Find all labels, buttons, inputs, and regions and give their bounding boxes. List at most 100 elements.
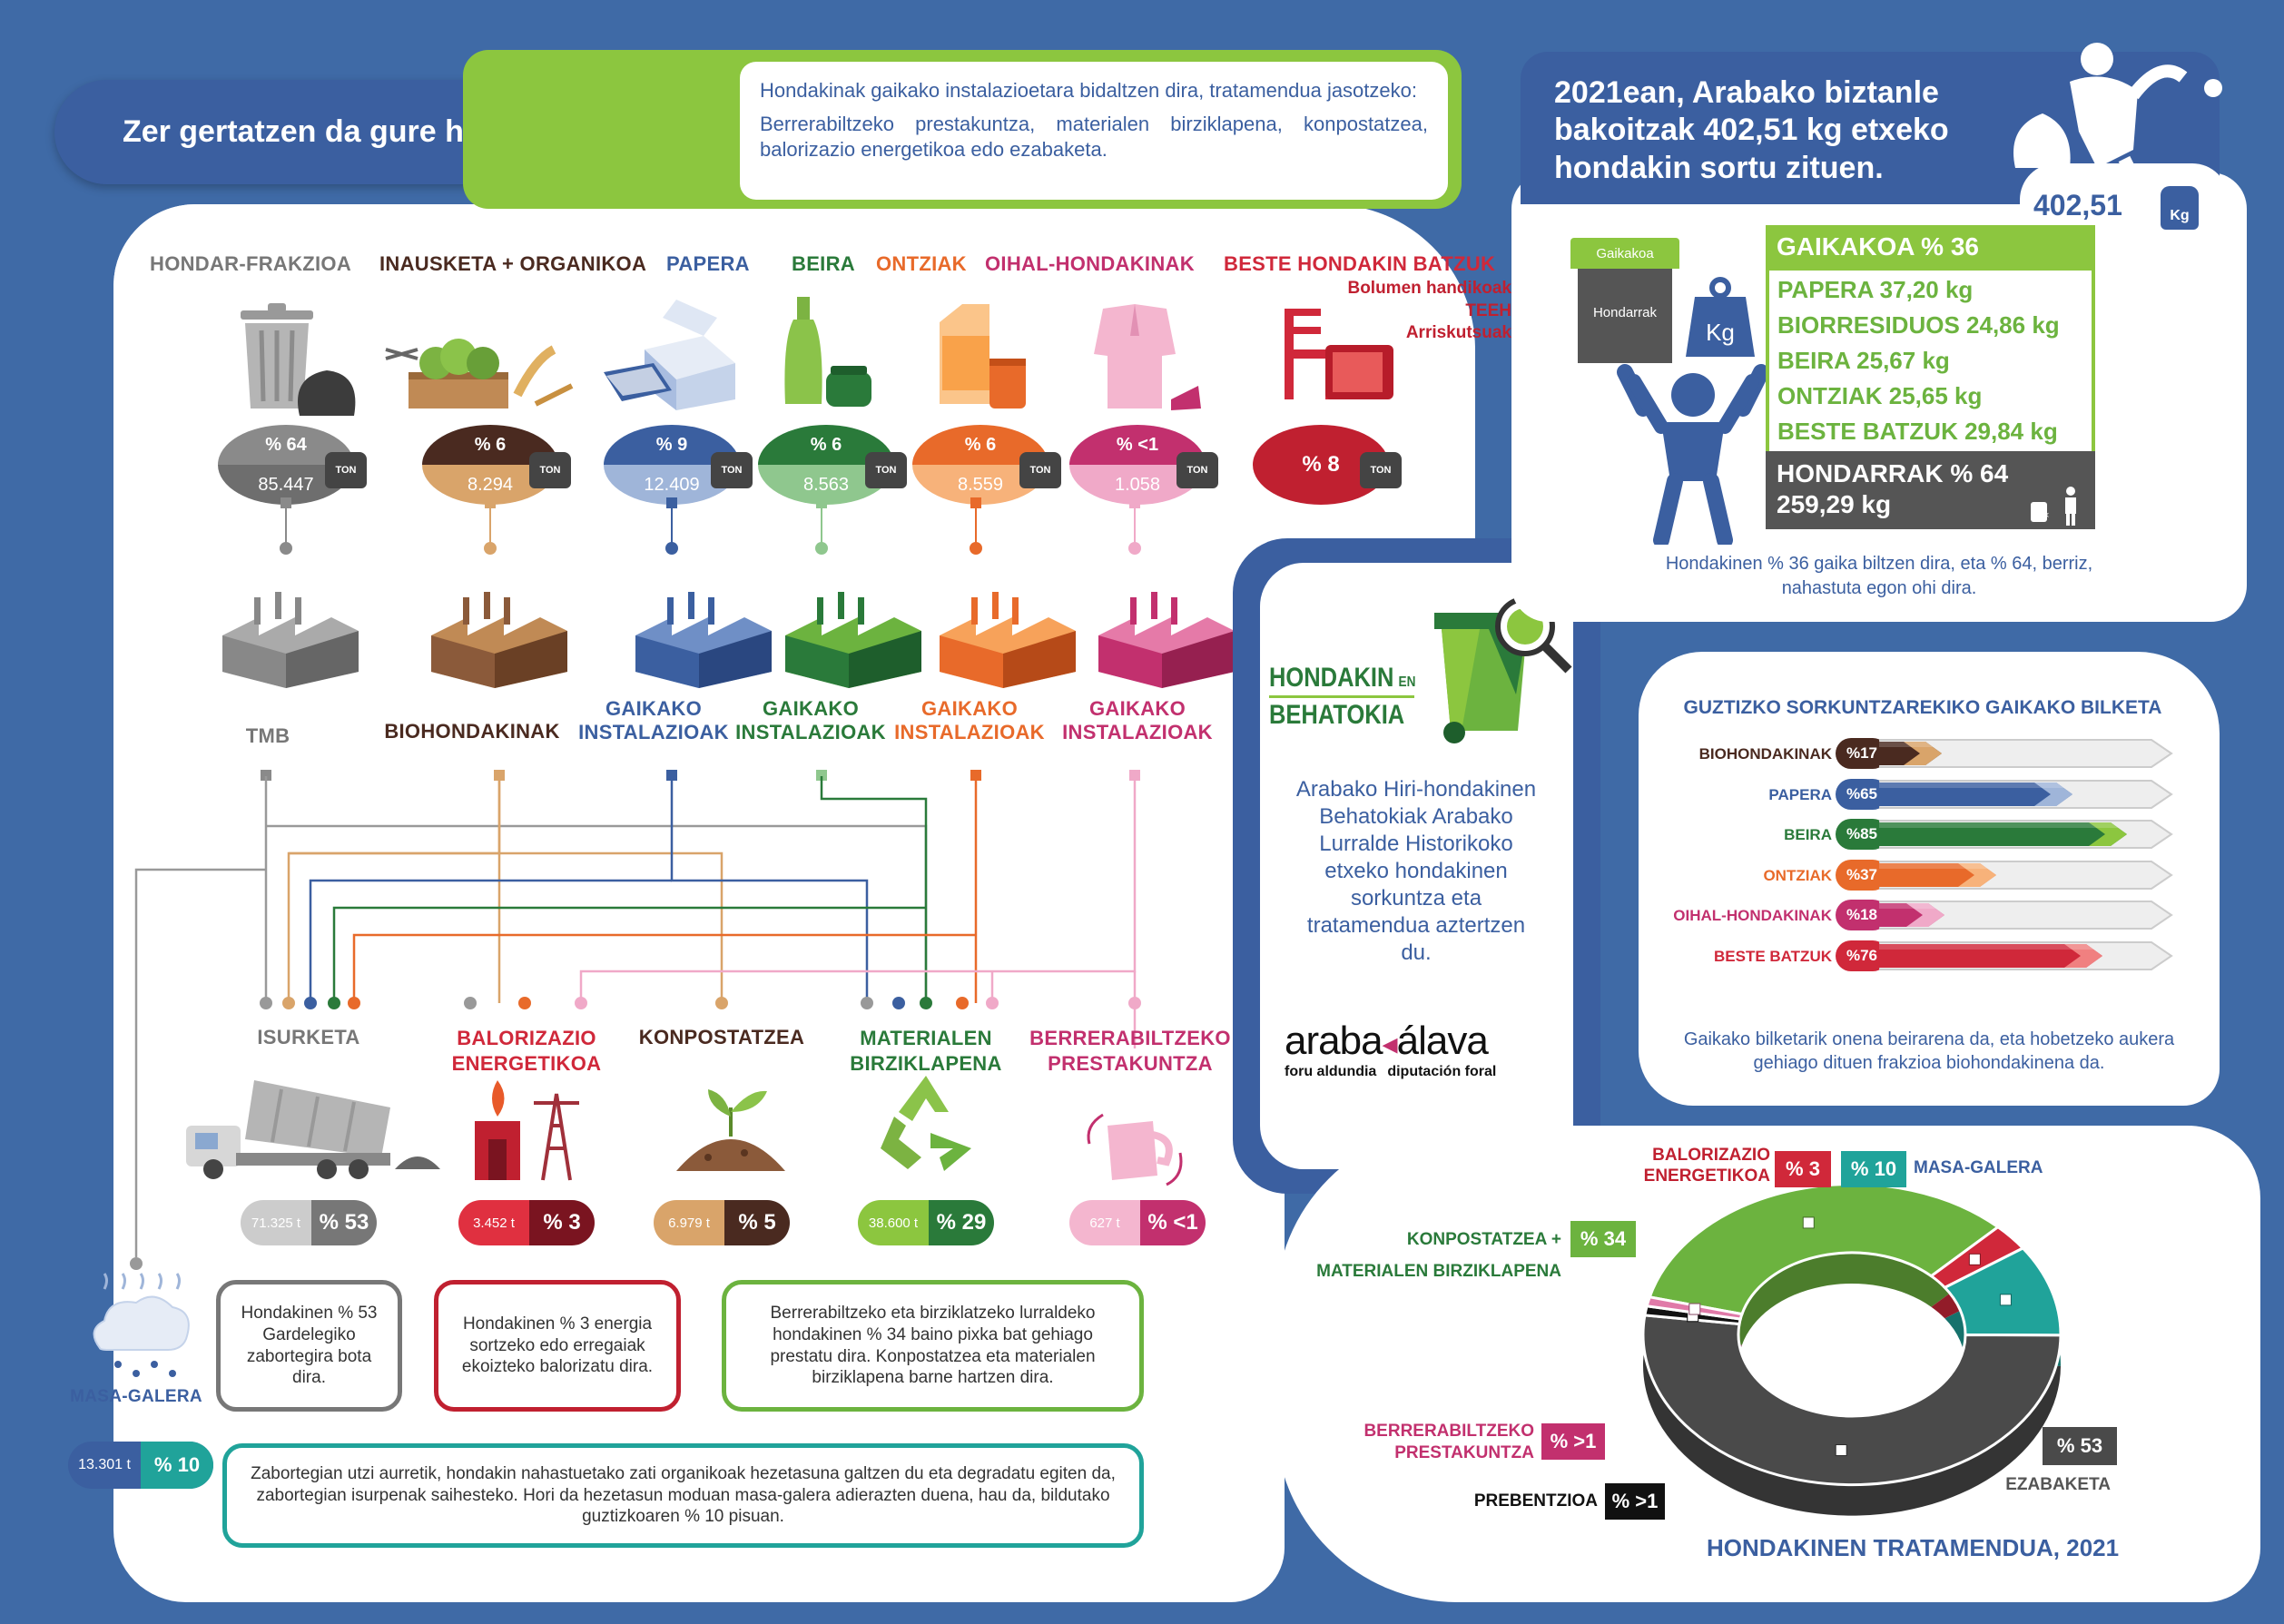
plant-label-tmb: TMB xyxy=(245,724,290,747)
connector-dot xyxy=(464,997,477,1009)
connector-square xyxy=(261,770,271,781)
note-masa-galera: Zabortegian utzi aurretik, hondakin naha… xyxy=(222,1443,1144,1548)
connector-dot xyxy=(348,997,360,1009)
donut-pct-ezabaketa: % 53 xyxy=(2043,1427,2117,1465)
connector-dot xyxy=(304,997,317,1009)
donut-pct-prebentzioa: % >1 xyxy=(1605,1483,1665,1520)
connector-line xyxy=(671,508,673,546)
donut-label-prebentzioa: PREBENTZIOA xyxy=(1473,1491,1598,1511)
connector-square xyxy=(666,770,677,781)
treatment-pill: 38.600 t% 29 xyxy=(858,1200,994,1245)
treatment-pill: 6.979 t% 5 xyxy=(654,1200,790,1245)
connector-line xyxy=(285,508,287,546)
ton-weight-icon: TON xyxy=(529,452,571,488)
donut-pct-konpostatzea: % 34 xyxy=(1570,1221,1636,1257)
connector-square xyxy=(485,497,496,508)
ton-weight-icon: TON xyxy=(1360,452,1402,488)
fraction-label-oihal: OIHAL-HONDAKINAK xyxy=(985,252,1195,275)
hondarrak-line-2: 259,29 kg xyxy=(1777,490,1892,518)
connector-square xyxy=(1129,497,1140,508)
intro-line-1: Hondakinak gaikako instalazioetara bidal… xyxy=(760,79,1417,102)
donut-label-masa: MASA-GALERA xyxy=(1914,1158,2043,1177)
collection-bar xyxy=(1879,860,2173,890)
connector-square xyxy=(816,497,827,508)
donut-segment xyxy=(1648,1182,2001,1316)
treatment-amount: 6.979 t xyxy=(654,1200,724,1245)
gaikakoa-item: PAPERA 37,20 kg xyxy=(1777,276,1974,303)
trash-can-icon xyxy=(241,303,356,416)
brand-alava: álava xyxy=(1396,1019,1489,1063)
connector-dot xyxy=(1128,997,1141,1009)
gaikakoa-note: Hondakinen % 36 gaika biltzen dira, eta … xyxy=(1665,554,2093,598)
pruning-organic-icon xyxy=(385,339,574,408)
connector-dot xyxy=(575,997,587,1009)
fraction-label-inausketa: INAUSKETA + ORGANIKOA xyxy=(379,252,647,275)
factory-icon xyxy=(635,592,772,688)
fraction-label-beste: BESTE HONDAKIN BATZUK xyxy=(1224,252,1496,275)
donut-label-berrerabiltzeko: BERRERABILTZEKO PRESTAKUNTZA xyxy=(1364,1422,1534,1462)
collection-bar xyxy=(1879,739,2173,768)
plant-label-bio: BIOHONDAKINAK xyxy=(384,720,560,743)
bin-top: Gaikakoa xyxy=(1570,238,1679,269)
treatment-label-birziklapena: MATERIALEN BIRZIKLAPENA xyxy=(850,1027,1002,1075)
cloud-rain-icon xyxy=(93,1273,190,1377)
connector-dot xyxy=(956,997,969,1009)
stat-kg-weight-icon: Kg xyxy=(2161,186,2199,230)
person-lifting-icon xyxy=(1617,364,1769,545)
bin-bottom: Hondarrak xyxy=(1578,269,1672,363)
treatment-amount: 3.452 t xyxy=(458,1200,529,1245)
logo-line-2: BEHATOKIA xyxy=(1269,700,1405,730)
connector-dot xyxy=(861,997,873,1009)
factory-icon xyxy=(940,592,1076,688)
brand-mark-icon: ◂ xyxy=(1382,1027,1398,1061)
donut-segment xyxy=(1641,1314,2062,1487)
recycle-icon xyxy=(881,1076,971,1171)
beste-sub-2: TEEH xyxy=(1465,300,1511,320)
plant-label-beira: GAIKAKO INSTALAZIOAK xyxy=(735,697,886,743)
gaikakoa-title: GAIKAKOA % 36 xyxy=(1766,225,2095,271)
collection-title: GUZTIZKO SORKUNTZAREKIKO GAIKAKO BILKETA xyxy=(1683,697,2162,718)
donut-pct-berrerabiltzeko: % >1 xyxy=(1541,1423,1605,1460)
connector-dot xyxy=(970,542,982,555)
donut-title: HONDAKINEN TRATAMENDUA, 2021 xyxy=(1707,1534,2120,1561)
reuse-jug-icon xyxy=(1087,1113,1183,1186)
masa-galera-pill: 13.301 t % 10 xyxy=(68,1442,213,1489)
svg-text:Kg: Kg xyxy=(1706,319,1735,346)
ton-weight-icon: TON xyxy=(865,452,907,488)
plant-label-ontziak: GAIKAKO INSTALAZIOAK xyxy=(894,697,1045,743)
treatment-label-konpostatzea: KONPOSTATZEA xyxy=(638,1026,805,1048)
connector-square xyxy=(281,497,291,508)
factory-icon xyxy=(1098,592,1235,688)
masa-galera-label: MASA-GALERA xyxy=(70,1387,202,1406)
collection-bar-label: BESTE BATZUK xyxy=(1713,947,1832,965)
treatment-label-balorizazio: BALORIZAZIO ENERGETIKOA xyxy=(451,1027,602,1075)
connector-square xyxy=(494,770,505,781)
connector-dot xyxy=(892,997,905,1009)
brand-sub-a: foru aldundia xyxy=(1285,1064,1377,1079)
collection-bar xyxy=(1879,779,2173,809)
plant-label-oihal: GAIKAKO INSTALAZIOAK xyxy=(1062,697,1213,743)
collection-bar-label: PAPERA xyxy=(1768,785,1832,803)
stat-headline: 2021ean, Arabako biztanle bakoitzak 402,… xyxy=(1554,75,1949,185)
connector-dot xyxy=(1128,542,1141,555)
treatment-amount: 71.325 t xyxy=(241,1200,311,1245)
treatment-pct: % 3 xyxy=(529,1200,595,1245)
connector-dot xyxy=(518,997,531,1009)
compost-sprout-icon xyxy=(676,1089,785,1171)
note-isurketa: Hondakinen % 53 Gardelegiko zabortegira … xyxy=(216,1280,402,1412)
connector-square xyxy=(666,497,677,508)
donut-marker xyxy=(1688,1303,1701,1315)
connector-square xyxy=(816,770,827,781)
donut-label-ezabaketa: EZABAKETA xyxy=(2005,1475,2111,1494)
hondarrak-line-1: HONDARRAK % 64 xyxy=(1777,459,2009,487)
connector-line xyxy=(821,508,822,546)
masa-galera-amount: 13.301 t xyxy=(78,1457,131,1472)
connector-dot xyxy=(665,542,678,555)
collection-bar-label: ONTZIAK xyxy=(1763,866,1832,884)
brand-sub-b: diputación foral xyxy=(1387,1064,1497,1079)
connector-line xyxy=(975,508,977,546)
observatory-text: Arabako Hiri-hondakinen Behatokiak Araba… xyxy=(1295,777,1537,965)
connector-dot xyxy=(920,997,932,1009)
